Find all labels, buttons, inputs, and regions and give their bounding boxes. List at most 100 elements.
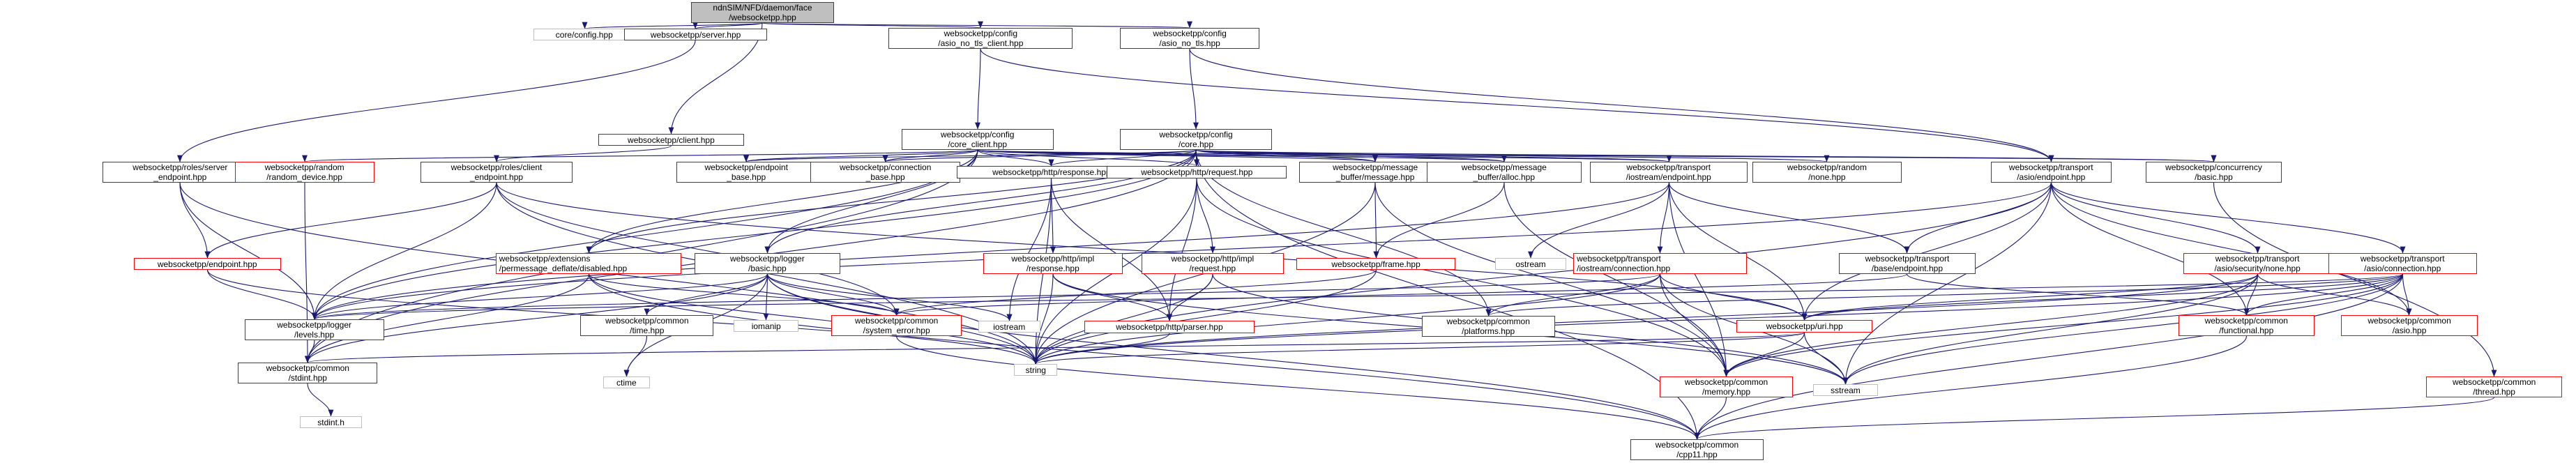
edge-http_response-to-iostream bbox=[1006, 178, 1052, 321]
edge-common_time-to-ctime bbox=[623, 335, 648, 377]
edge-logger_basic-to-iostream bbox=[766, 273, 1013, 321]
node-asio-no-tls-client[interactable]: websocketpp/config /asio_no_tls_client.h… bbox=[888, 28, 1073, 49]
node-iostream-connection[interactable]: websocketpp/transport /iostream/connecti… bbox=[1573, 253, 1747, 274]
node-core-config[interactable]: core/config.hpp bbox=[533, 29, 636, 40]
edge-core_client-to-http_response bbox=[977, 149, 1054, 167]
edge-asio_connection-to-platforms bbox=[1486, 273, 2404, 317]
node-http-request[interactable]: websocketpp/http/request.hpp bbox=[1107, 166, 1287, 178]
node-system-error[interactable]: websocketpp/common /system_error.hpp bbox=[831, 315, 962, 336]
node-http-response[interactable]: websocketpp/http/response.hpp bbox=[957, 166, 1146, 178]
edge-uri-to-string bbox=[1033, 332, 1805, 365]
edge-iostream_endpoint-to-logger_levels bbox=[312, 182, 1670, 320]
node-common-thread[interactable]: websocketpp/common /thread.hpp bbox=[2425, 376, 2563, 397]
node-endpoint-base[interactable]: websocketpp/endpoint _base.hpp bbox=[676, 162, 817, 183]
edge-asio_endpoint-to-asio_connection bbox=[2050, 182, 2406, 254]
edge-asio_connection-to-uri bbox=[1801, 273, 2404, 321]
edge-iostream_connection-to-logger_levels bbox=[312, 273, 1661, 320]
node-server[interactable]: websocketpp/server.hpp bbox=[624, 29, 767, 40]
edge-mb_message-to-memory bbox=[1374, 182, 1729, 377]
node-asio-security-none[interactable]: websocketpp/transport /asio/security/non… bbox=[2183, 253, 2332, 274]
edge-stdint_hpp-to-stdint_h bbox=[307, 383, 334, 417]
node-common-stdint[interactable]: websocketpp/common /stdint.hpp bbox=[238, 363, 378, 383]
edge-logger_basic-to-iomanip bbox=[763, 273, 769, 321]
edge-impl_request-to-http_parser bbox=[1167, 273, 1213, 321]
node-common-memory[interactable]: websocketpp/common /memory.hpp bbox=[1660, 376, 1794, 397]
node-concurrency-basic[interactable]: websocketpp/concurrency /basic.hpp bbox=[2145, 162, 2282, 183]
node-client[interactable]: websocketpp/client.hpp bbox=[598, 134, 744, 146]
edge-root-to-server bbox=[692, 22, 763, 29]
node-common-time[interactable]: websocketpp/common /time.hpp bbox=[580, 315, 714, 336]
edge-pmd_disabled-to-stdint_hpp bbox=[305, 273, 590, 363]
edge-concurrency_basic-to-thread bbox=[2213, 182, 2497, 377]
node-string[interactable]: string bbox=[1014, 364, 1058, 376]
node-random-none[interactable]: websocketpp/random /none.hpp bbox=[1752, 162, 1902, 183]
node-common-platforms[interactable]: websocketpp/common /platforms.hpp bbox=[1421, 316, 1555, 337]
node-logger-levels[interactable]: websocketpp/logger /levels.hpp bbox=[244, 319, 384, 340]
node-iostream-endpoint[interactable]: websocketpp/transport /iostream/endpoint… bbox=[1589, 162, 1748, 183]
edge-asio_no_tls_client-to-asio_endpoint bbox=[980, 48, 2054, 162]
node-uri[interactable]: websocketpp/uri.hpp bbox=[1736, 320, 1873, 333]
edge-http_request-to-memory bbox=[1196, 178, 1729, 377]
edge-pmd_disabled-to-cpp11 bbox=[588, 273, 1700, 440]
edge-core-to-cpp11 bbox=[1195, 149, 1700, 440]
edge-security_none-to-sstream bbox=[1842, 273, 2259, 385]
node-stdint-h[interactable]: stdint.h bbox=[300, 416, 362, 428]
edge-asio_connection-to-sstream bbox=[1842, 273, 2404, 385]
node-core[interactable]: websocketpp/config /core.hpp bbox=[1120, 129, 1272, 150]
node-message-buffer-alloc[interactable]: websocketpp/message _buffer/alloc.hpp bbox=[1426, 162, 1582, 183]
node-server-endpoint[interactable]: websocketpp/roles/server _endpoint.hpp bbox=[103, 162, 258, 183]
node-common-cpp11[interactable]: websocketpp/common /cpp11.hpp bbox=[1630, 439, 1764, 460]
edge-core-to-mb_message bbox=[1195, 149, 1378, 162]
edge-asio_connection-to-memory bbox=[1723, 273, 2404, 377]
node-http-parser[interactable]: websocketpp/http/parser.hpp bbox=[1084, 321, 1255, 333]
edge-endpoint-to-logger_levels bbox=[206, 269, 317, 320]
node-ctime[interactable]: ctime bbox=[603, 376, 650, 388]
edge-asio_endpoint-to-sstream bbox=[1842, 182, 2052, 385]
node-frame[interactable]: websocketpp/frame.hpp bbox=[1296, 258, 1456, 270]
node-asio-connection[interactable]: websocketpp/transport /asio/connection.h… bbox=[2328, 253, 2477, 274]
node-random-device[interactable]: websocketpp/random /random_device.hpp bbox=[234, 162, 374, 183]
node-connection-base[interactable]: websocketpp/connection _base.hpp bbox=[810, 162, 961, 183]
node-iomanip[interactable]: iomanip bbox=[734, 320, 799, 332]
edge-base_endpoint-to-system_error bbox=[894, 273, 1908, 316]
edge-functional-to-cpp11 bbox=[1694, 335, 2248, 440]
edge-security_none-to-common_asio bbox=[2257, 273, 2412, 316]
node-message-buffer-message[interactable]: websocketpp/message _buffer/message.hpp bbox=[1299, 162, 1452, 183]
node-permessage-deflate-disabled[interactable]: websocketpp/extensions /permessage_defla… bbox=[495, 253, 682, 274]
node-iostream[interactable]: iostream bbox=[978, 321, 1040, 333]
node-common-asio[interactable]: websocketpp/common /asio.hpp bbox=[2341, 315, 2478, 336]
edge-server_endpoint-to-logger_levels bbox=[179, 182, 317, 320]
node-endpoint[interactable]: websocketpp/endpoint.hpp bbox=[133, 258, 281, 270]
edge-uri-to-stdint_hpp bbox=[305, 332, 1805, 363]
node-http-impl-response[interactable]: websocketpp/http/impl /response.hpp bbox=[983, 253, 1123, 274]
node-base-endpoint[interactable]: websocketpp/transport /base/endpoint.hpp bbox=[1839, 253, 1976, 274]
edge-thread-to-cpp11 bbox=[1694, 397, 2495, 440]
edge-asio_no_tls_client-to-core_client bbox=[975, 48, 981, 130]
node-core-client[interactable]: websocketpp/config /core_client.hpp bbox=[901, 129, 1054, 150]
edge-impl_response-to-http_parser bbox=[1052, 273, 1172, 321]
edge-mb_alloc-to-memory bbox=[1503, 182, 1729, 377]
node-asio-no-tls[interactable]: websocketpp/config /asio_no_tls.hpp bbox=[1120, 28, 1260, 49]
node-http-impl-request[interactable]: websocketpp/http/impl /request.hpp bbox=[1141, 253, 1284, 274]
edge-iostream_connection-to-platforms bbox=[1485, 273, 1661, 317]
edge-http_request-to-impl_request bbox=[1196, 178, 1215, 254]
node-asio-endpoint[interactable]: websocketpp/transport /asio/endpoint.hpp bbox=[1990, 162, 2112, 183]
node-sstream[interactable]: sstream bbox=[1812, 384, 1879, 396]
edge-root-to-asio_no_tls bbox=[762, 21, 1192, 29]
edge-security_none-to-string bbox=[1033, 273, 2259, 365]
node-client-endpoint[interactable]: websocketpp/roles/client _endpoint.hpp bbox=[421, 162, 573, 183]
edge-client_endpoint-to-uri bbox=[496, 182, 1808, 321]
node-ostream[interactable]: ostream bbox=[1494, 258, 1567, 270]
edge-client_endpoint-to-logger_levels bbox=[312, 182, 497, 320]
node-common-functional[interactable]: websocketpp/common /functional.hpp bbox=[2178, 315, 2314, 336]
node-logger-basic[interactable]: websocketpp/logger /basic.hpp bbox=[694, 253, 840, 274]
edge-asio_connection-to-cpp11 bbox=[1694, 273, 2404, 440]
edge-iostream_endpoint-to-memory bbox=[1668, 182, 1729, 377]
edge-core-to-http_response bbox=[1048, 149, 1197, 167]
edge-server-to-server_endpoint bbox=[177, 40, 696, 162]
edge-iostream_connection-to-string bbox=[1033, 273, 1661, 365]
node-root-websocketpp-hpp[interactable]: ndnSIM/NFD/daemon/face /websocketpp.hpp bbox=[691, 2, 834, 23]
edge-logger_basic-to-system_error bbox=[766, 273, 900, 316]
